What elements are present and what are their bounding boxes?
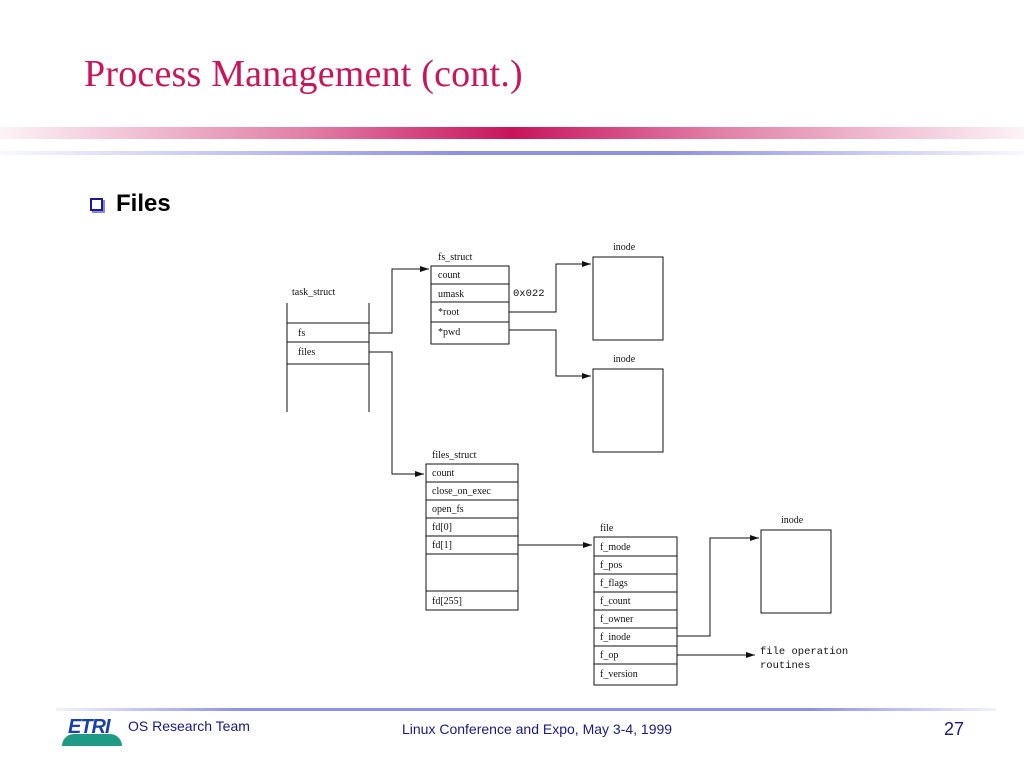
etri-logo: ETRI xyxy=(62,716,124,746)
file-field: f_count xyxy=(600,596,631,607)
files-struct: files_struct count close_on_exec open_fs… xyxy=(425,450,519,611)
slide-title: Process Management (cont.) xyxy=(84,53,523,95)
page-number: 27 xyxy=(944,719,965,739)
file-operation-routines-line1: file operation xyxy=(760,646,848,658)
task-struct-label: task_struct xyxy=(292,287,336,298)
file-field: f_pos xyxy=(600,560,622,571)
inode-2: inode xyxy=(592,354,664,453)
file-struct: file f_mode f_pos f_flags f_count f_owne… xyxy=(593,523,678,686)
file-operation-routines-line2: routines xyxy=(760,660,810,672)
files-struct-label: files_struct xyxy=(432,450,477,461)
files-struct-field: open_fs xyxy=(432,504,464,515)
fs-struct-field: *pwd xyxy=(438,327,460,338)
footer-divider xyxy=(56,708,996,711)
file-field: f_owner xyxy=(600,614,634,625)
bullet-files: Files xyxy=(90,190,171,218)
files-struct-field: fd[0] xyxy=(432,522,452,533)
file-field: f_version xyxy=(600,669,638,680)
task-struct-field: fs xyxy=(298,328,305,339)
inode-label: inode xyxy=(781,515,804,526)
arrow-root-to-inode xyxy=(509,261,591,313)
fs-struct-field: *root xyxy=(438,307,459,318)
footer-conference: Linux Conference and Expo, May 3-4, 1999 xyxy=(402,721,673,737)
arrow-files-to-files-struct xyxy=(369,351,424,477)
file-field: f_mode xyxy=(600,542,631,553)
title-band xyxy=(0,127,1024,139)
checkbox-bullet-icon xyxy=(90,197,103,211)
inode-1: inode xyxy=(592,242,664,341)
inode-label: inode xyxy=(613,354,636,365)
title-underline xyxy=(0,151,1024,155)
file-field: f_flags xyxy=(600,578,628,589)
files-struct-field: fd[255] xyxy=(432,596,462,607)
umask-value: 0x022 xyxy=(513,288,545,300)
footer-team: OS Research Team xyxy=(128,718,250,734)
arrow-pwd-to-inode xyxy=(509,329,591,379)
files-struct-field: fd[1] xyxy=(432,540,452,551)
arrow-inode-to-inode xyxy=(677,535,759,637)
file-field: f_op xyxy=(600,650,618,661)
task-struct: task_struct fs files xyxy=(286,287,370,412)
fs-struct-field: count xyxy=(438,270,460,281)
fs-struct: fs_struct count umask *root *pwd 0x022 xyxy=(430,252,545,345)
logo-arc-icon xyxy=(62,734,122,746)
files-struct-field: close_on_exec xyxy=(432,486,491,497)
fs-struct-field: umask xyxy=(438,289,464,300)
bullet-label: Files xyxy=(116,190,171,217)
file-struct-label: file xyxy=(600,523,614,534)
fs-struct-label: fs_struct xyxy=(438,252,473,263)
logo-text: ETRI xyxy=(68,716,111,738)
task-struct-field: files xyxy=(298,347,315,358)
file-field: f_inode xyxy=(600,632,631,643)
inode-3: inode xyxy=(760,515,832,614)
inode-label: inode xyxy=(613,242,636,253)
connector-arrows xyxy=(369,261,759,658)
files-struct-field: count xyxy=(432,468,454,479)
arrow-fs-to-fs-struct xyxy=(369,266,429,334)
